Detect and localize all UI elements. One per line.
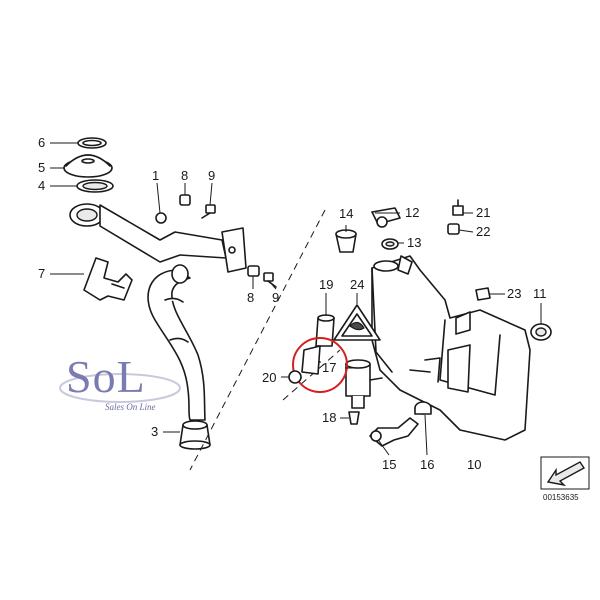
callout-24: 24 <box>350 277 364 292</box>
callout-23: 23 <box>507 286 521 301</box>
callout-20: 20 <box>262 370 276 385</box>
part-17-washer-pump <box>345 359 383 409</box>
part-8-nut-upper <box>179 194 191 206</box>
part-15-hose-connector <box>369 417 419 447</box>
leader-lines <box>50 142 542 456</box>
callout-9-lower: 9 <box>272 290 279 305</box>
part-3-grommet <box>179 420 211 450</box>
callout-16: 16 <box>420 457 434 472</box>
sol-logo: SoL Sales On Line <box>59 351 181 412</box>
part-7-bracket <box>83 257 133 301</box>
part-13-grommet <box>381 238 399 250</box>
callout-8-upper: 8 <box>181 168 188 183</box>
part-6-oring <box>77 137 107 149</box>
part-24-warning-label <box>333 304 381 341</box>
part-10-reservoir-tank <box>371 255 531 441</box>
callout-14: 14 <box>339 206 353 221</box>
callout-5: 5 <box>38 160 45 175</box>
callout-19: 19 <box>319 277 333 292</box>
part-9-screw-lower <box>263 272 277 288</box>
logo-text: SoL <box>66 351 146 402</box>
boundary-line-left <box>189 209 326 471</box>
part-8-nut-lower <box>247 265 260 277</box>
callout-18: 18 <box>322 410 336 425</box>
callout-4: 4 <box>38 178 45 193</box>
callout-22: 22 <box>476 224 490 239</box>
part-22-clip <box>447 223 460 235</box>
callout-6: 6 <box>38 135 45 150</box>
callout-3: 3 <box>151 424 158 439</box>
boundary-line-mid <box>282 349 341 401</box>
callout-17: 17 <box>322 360 336 375</box>
part-21-bolt <box>452 199 464 216</box>
part-12-level-sensor <box>371 207 401 228</box>
callout-9-upper: 9 <box>208 168 215 183</box>
callout-21: 21 <box>476 205 490 220</box>
callout-8-lower: 8 <box>247 290 254 305</box>
part-16-plug <box>414 401 432 415</box>
part-5-cap <box>63 154 113 178</box>
part-11-grommet <box>530 323 552 341</box>
callout-13: 13 <box>407 235 421 250</box>
part-18-grommet <box>348 411 360 425</box>
orientation-arrow-box: 00153635 <box>540 456 590 502</box>
part-4-ring <box>76 179 114 193</box>
callout-1: 1 <box>152 168 159 183</box>
callout-12: 12 <box>405 205 419 220</box>
part-9-screw-upper <box>201 204 216 219</box>
callout-10: 10 <box>467 457 481 472</box>
highlight-circle <box>292 337 348 393</box>
callout-7: 7 <box>38 266 45 281</box>
part-23-nut <box>475 287 491 301</box>
filler-hose <box>147 264 206 421</box>
part-14-grommet <box>335 229 357 253</box>
part-20-clamp <box>288 370 302 384</box>
part-1-filler-pipe <box>69 203 247 273</box>
logo-tagline: Sales On Line <box>105 402 156 412</box>
callout-11: 11 <box>533 286 547 301</box>
callout-15: 15 <box>382 457 396 472</box>
document-number: 00153635 <box>543 493 579 502</box>
callout-labels: 6 5 4 7 1 8 9 3 8 9 14 12 13 21 22 23 11… <box>38 135 547 472</box>
pump-tube <box>301 345 321 375</box>
